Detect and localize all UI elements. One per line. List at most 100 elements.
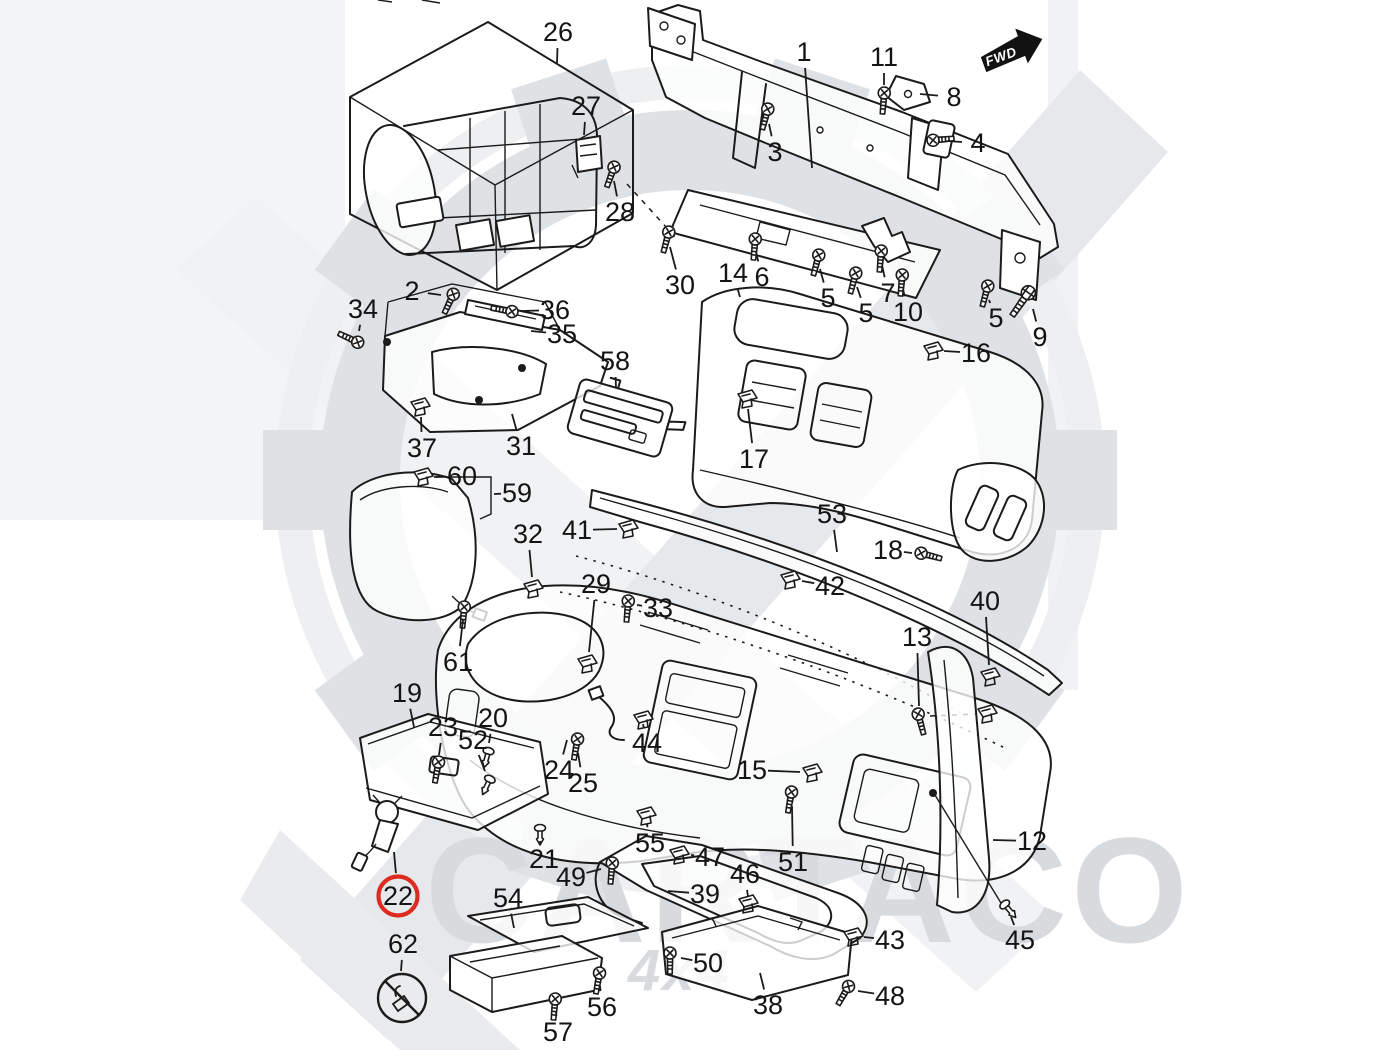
- part-label-28: 28: [605, 197, 635, 227]
- part-label-17: 17: [739, 444, 769, 474]
- leader-line-12: [992, 839, 1017, 842]
- part-label-48: 48: [875, 981, 905, 1011]
- leader-line-15: [767, 769, 801, 773]
- part-label-18: 18: [873, 535, 903, 565]
- part-label-35: 35: [547, 319, 577, 349]
- screw-icon: [914, 546, 943, 562]
- leader-line-46: [746, 889, 749, 898]
- leader-line-31: [511, 413, 518, 431]
- dot-icon: [383, 338, 391, 346]
- clip-icon: [413, 467, 434, 487]
- part-27-bracket: [571, 135, 603, 179]
- part-label-1: 1: [796, 37, 811, 67]
- part-label-56: 56: [587, 992, 617, 1022]
- part-label-10: 10: [893, 297, 923, 327]
- leader-line-6: [755, 251, 760, 262]
- leader-line-1: [804, 67, 813, 169]
- leader-line-53: [833, 529, 838, 553]
- part-label-59: 59: [502, 478, 532, 508]
- part-label-11: 11: [870, 42, 898, 72]
- part-label-5: 5: [858, 298, 873, 328]
- fastener-icons-layer: [336, 86, 1037, 1021]
- screw-icon: [810, 248, 826, 277]
- leader-line-22: [393, 851, 397, 874]
- part-label-52: 52: [458, 725, 488, 755]
- watermark-wing: [240, 830, 520, 1050]
- part-53-trim-strip: [575, 489, 1063, 717]
- part-label-16: 16: [961, 338, 991, 368]
- part-26-heater-unit-box: [349, 21, 634, 291]
- part-14-side-vent: [950, 462, 1045, 562]
- part-label-58: 58: [600, 346, 630, 376]
- part-label-2: 2: [404, 276, 419, 306]
- no-lighter-icon: [376, 972, 428, 1024]
- leader-line-4: [946, 140, 963, 143]
- part-12-pillar-trim: [927, 646, 1002, 914]
- screw-icon: [660, 225, 676, 254]
- leader-line-62: [400, 959, 403, 972]
- clip-icon: [923, 341, 944, 361]
- part-label-40: 40: [970, 586, 1000, 616]
- screw-icon: [336, 330, 365, 350]
- clip-icon: [669, 845, 690, 865]
- part-label-7: 7: [880, 278, 895, 308]
- part-label-42: 42: [815, 571, 845, 601]
- part-label-23: 23: [428, 712, 458, 742]
- screw-icon: [663, 946, 677, 975]
- part-19-glovebox-lid: [359, 713, 549, 831]
- leader-line-61: [458, 619, 464, 647]
- part-label-25: 25: [568, 768, 598, 798]
- part-label-31: 31: [506, 431, 536, 461]
- part-58-faceplate: [566, 376, 687, 458]
- part-label-39: 39: [690, 879, 720, 909]
- clip-icon: [802, 763, 823, 783]
- part-label-47: 47: [695, 842, 725, 872]
- clip-icon: [577, 654, 598, 674]
- part-label-33: 33: [643, 593, 673, 623]
- part-label-24: 24: [544, 755, 574, 785]
- part-label-41: 41: [562, 515, 592, 545]
- leader-line-19: [409, 708, 415, 728]
- leader-line-44: [642, 723, 645, 728]
- leader-line-49: [586, 868, 602, 874]
- leader-line-39: [667, 890, 690, 894]
- pin-icon: [533, 823, 547, 846]
- part-label-21: 21: [529, 844, 559, 874]
- highlighted-part-circle: [376, 874, 420, 918]
- part-label-13: 13: [902, 622, 932, 652]
- leader-lines-layer: [358, 47, 1037, 1017]
- part-label-5: 5: [988, 303, 1003, 333]
- clip-icon: [977, 704, 998, 724]
- leader-line-28: [613, 180, 618, 197]
- screw-icon: [979, 279, 995, 308]
- clip-icon: [980, 667, 1001, 687]
- screw-icon: [835, 979, 856, 1007]
- part-label-62: 62: [388, 929, 418, 959]
- part-label-30: 30: [665, 270, 695, 300]
- part-8-bracket: [885, 75, 931, 111]
- clip-icon: [618, 519, 639, 539]
- leader-line-36: [520, 309, 540, 312]
- part-label-46: 46: [730, 859, 760, 889]
- dot-icon: [475, 396, 483, 404]
- leader-line-38: [759, 972, 765, 990]
- part-24-harness: [587, 685, 625, 741]
- pin-icon: [481, 746, 495, 769]
- part-label-43: 43: [875, 925, 905, 955]
- screw-icon: [621, 594, 636, 623]
- screw-icon: [490, 304, 519, 319]
- leader-line-41: [592, 528, 618, 531]
- leader-line-40: [985, 616, 990, 666]
- label-59-bracket: [436, 476, 492, 520]
- screw-icon: [431, 755, 446, 784]
- leader-line-30: [669, 246, 677, 270]
- leader-line-35: [530, 330, 547, 334]
- part-label-61: 61: [443, 647, 473, 677]
- part-38-lower-panel: [661, 905, 853, 1001]
- part-54-box: [449, 896, 649, 1013]
- part-label-53: 53: [817, 499, 847, 529]
- screw-icon: [605, 856, 620, 885]
- screw-icon: [847, 266, 863, 295]
- screw-icon: [748, 232, 763, 261]
- part-label-50: 50: [693, 948, 723, 978]
